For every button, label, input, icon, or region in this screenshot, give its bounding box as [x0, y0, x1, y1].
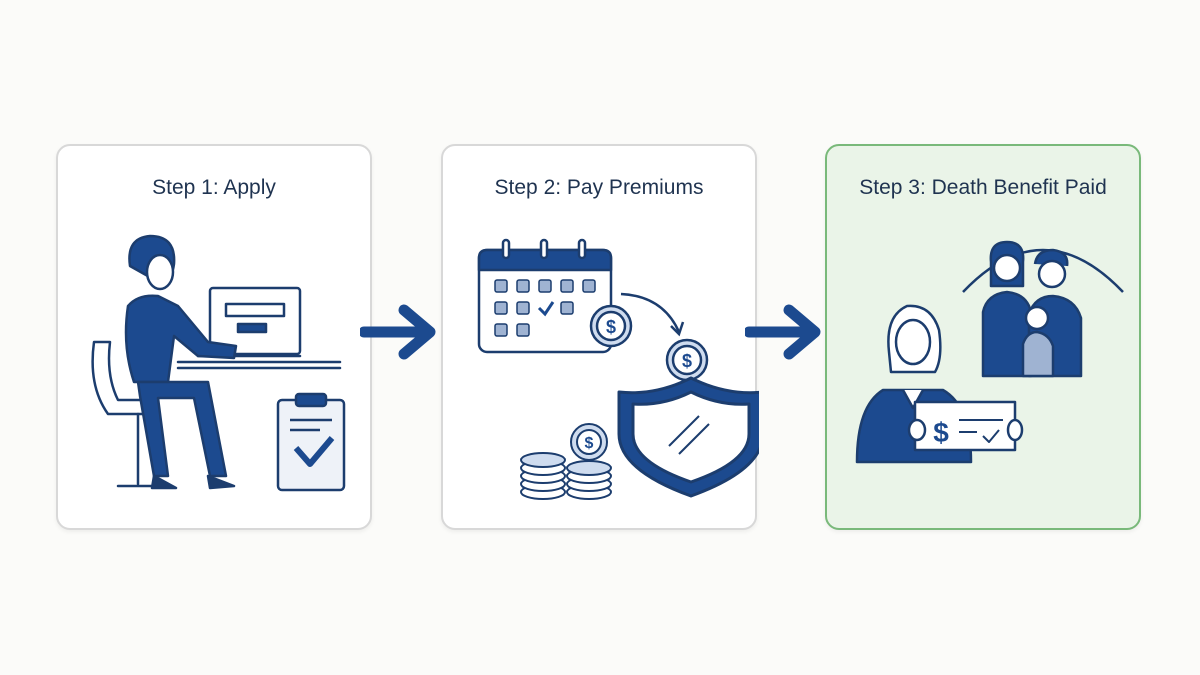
svg-text:$: $ [682, 351, 692, 371]
step-card-apply: Step 1: Apply [56, 144, 372, 530]
clipboard-check-icon [276, 392, 346, 492]
coin-stack-icon: $ [520, 423, 612, 500]
calendar-icon [477, 238, 613, 354]
step-title: Step 2: Pay Premiums [494, 176, 704, 199]
svg-text:$: $ [933, 417, 949, 448]
svg-text:$: $ [585, 435, 594, 452]
step-title: Step 3: Death Benefit Paid [859, 176, 1107, 199]
step-title: Step 1: Apply [152, 176, 276, 199]
arrow-right-icon [745, 304, 821, 360]
arrow-right-icon [360, 304, 436, 360]
dollar-coin-icon: $ $ [589, 304, 709, 382]
person-at-laptop-icon [91, 234, 346, 492]
svg-text:$: $ [606, 317, 616, 337]
step-card-pay-premiums: Step 2: Pay Premiums $ [441, 144, 759, 530]
benefit-illustration: $ [855, 240, 1124, 464]
family-icon [981, 240, 1083, 378]
shield-icon [617, 376, 759, 498]
premiums-illustration: $ $ $ [477, 238, 759, 500]
step-card-death-benefit-paid: Step 3: Death Benefit Paid $ [825, 144, 1141, 530]
woman-holding-check-icon: $ [855, 304, 1024, 464]
